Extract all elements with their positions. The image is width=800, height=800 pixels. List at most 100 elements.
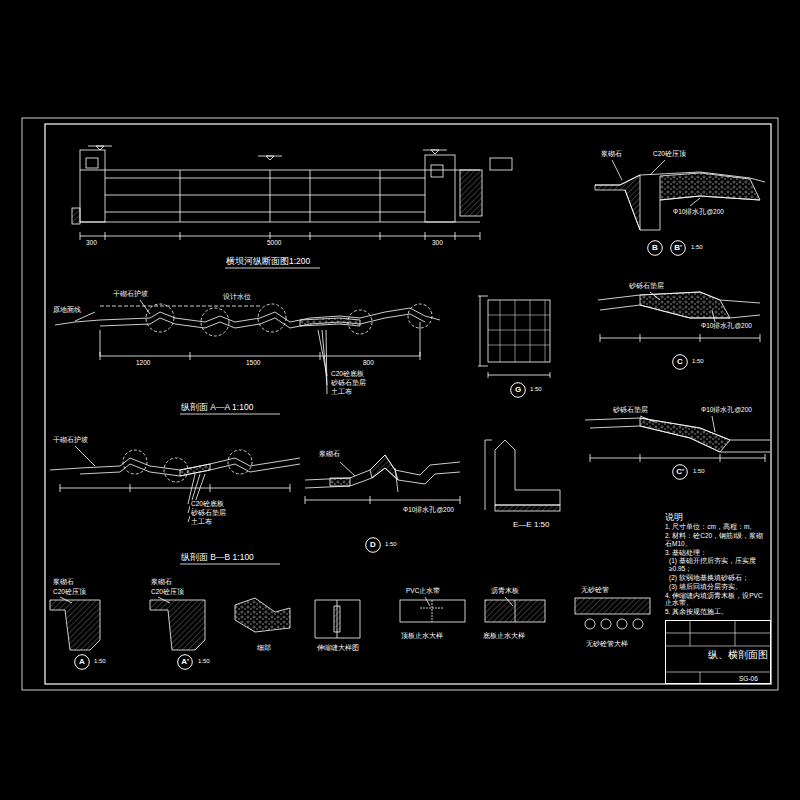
gravel-layer [300,318,360,326]
detail-circle [201,308,229,336]
note-line: 1. 尺寸单位：cm，高程：m。 [664,523,770,531]
note-line: (1) 基础开挖后夯实，压实度≥0.95； [668,557,770,573]
leader-line [612,160,700,206]
leader-line [158,597,170,603]
material-label: PVC止水带 [405,587,441,595]
leader-line [650,292,715,322]
caption-underline [180,564,280,565]
dimension-text: 300 [85,239,98,247]
material-label: 浆砌石 [150,578,173,586]
material-label: 浆砌石 [600,150,623,158]
dimension-text: 1500 [245,359,261,367]
leader-line [505,597,513,606]
profile-bottom [305,468,460,488]
detail-b [595,160,765,230]
detail-g [478,296,550,378]
callout-letter: B' [674,244,682,253]
leader-line [340,462,355,476]
channel-outline [80,170,480,222]
material-label: 砂砾石垫层 [612,406,649,414]
callout-circle [511,383,526,398]
scale-text: 1:50 [529,386,543,393]
rebar-section [488,300,550,362]
top-waterstop [400,600,465,622]
detail-c-prime [585,416,770,462]
material-label: 砂砾石垫层 [190,509,227,517]
detail-c [598,292,760,342]
detail-circle [123,450,147,474]
material-label: 设计水位 [222,293,252,301]
inlet-foundation [72,208,80,224]
section-e-e [485,440,560,511]
detail-a-wall [50,600,100,650]
callout-letter: D [370,541,376,550]
dimension-line [100,322,420,360]
callout-circle [673,465,688,480]
material-label: 砂砾石垫层 [628,282,665,290]
callout-letter: B [652,244,658,253]
inlet-opening [86,158,98,168]
dimension-line [590,454,765,462]
detail-title: 底板止水大样 [482,632,526,640]
gravel-layer [660,173,760,200]
gravel-layer [330,478,350,486]
material-label: C20砼底板 [190,500,225,508]
material-label: 砂砾石垫层 [330,379,367,387]
detail-circle [164,458,188,482]
material-label: C20砼压顶 [652,150,687,158]
detail-callout-circle: B' [670,240,686,256]
drawing-title: 纵、横剖面图 [707,649,769,660]
scale-text: 1:50 [690,244,704,251]
detail-callout-circle: A' [177,654,193,670]
title-block-grid [665,620,771,684]
scale-text: 1:50 [691,358,705,365]
note-line: 2. 材料：砼C20，钢筋Ⅰ级，浆砌石M10。 [664,532,770,548]
notes-heading: 说明 [664,512,684,522]
outlet-opening [431,165,443,177]
material-label: 浆砌石 [52,578,75,586]
callout-circle [75,655,90,670]
longitudinal-section [72,146,512,268]
title-block: 纵、横剖面图 SG-06 [665,620,771,684]
material-label: C20砼底板 [330,370,365,378]
dimension-text: 800 [362,359,375,367]
scale-text: 1:50 [692,468,706,475]
joint-filler [334,606,340,632]
detail-circle [348,310,372,334]
bottom-waterstop [485,600,545,622]
detail-title: 无砂砼管大样 [585,640,629,648]
section-b-b [50,446,300,564]
note-line: 5. 其余按规范施工。 [664,608,770,616]
callout-circle [366,538,381,553]
detail-fine [235,598,290,632]
callout-letter: A [79,658,85,667]
detail-title: 顶板止水大样 [400,632,444,640]
joint-detail [315,600,360,638]
callout-letter: A' [181,658,189,667]
drawing-caption: 纵剖面 A—A 1:100 [180,402,254,412]
dimension-line [485,440,492,510]
material-label: 土工布 [190,518,213,526]
material-label: C20砼压顶 [52,588,87,596]
dimension-line [478,296,550,378]
dimension-line [305,468,460,504]
drawing-number: SG-06 [738,675,759,682]
inner-frame [45,124,771,684]
pipe-section [617,619,627,629]
pipe-section [601,619,611,629]
callout-circle [178,655,193,670]
profile-top [50,458,300,470]
callout-circle [671,241,686,256]
material-label: 原地面线 [52,306,82,314]
joint-line [515,600,516,622]
leader-line [60,597,72,603]
material-label: C20砼压顶 [150,588,185,596]
drawing-caption: 纵剖面 B—B 1:100 [180,552,255,562]
profile-top [305,455,460,480]
waterstop-line [420,600,444,622]
detail-callout-circle: D [365,537,381,553]
